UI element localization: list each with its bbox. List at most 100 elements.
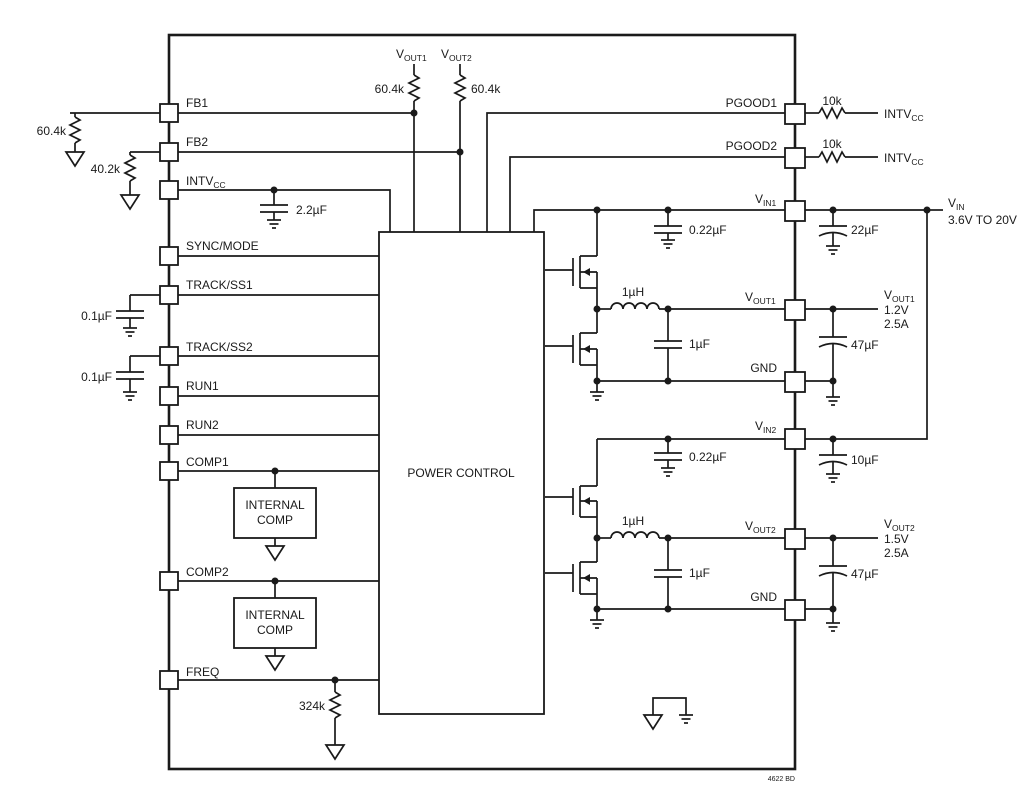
pin-vout1 [784,299,806,321]
ground-comp2 [265,655,285,671]
pin-comp1 [159,461,179,481]
top-feedback-resistors: VOUT1 60.4k VOUT2 60.4k [375,47,501,232]
power-control-label: POWER CONTROL [407,466,515,480]
pin-pgood2-label: PGOOD2 [726,139,778,153]
inductor-l1 [610,302,660,310]
pin-gnd2-label: GND [750,590,777,604]
internal-comp1-line1: INTERNAL [245,498,305,512]
pin-comp2-label: COMP2 [186,565,229,579]
ss1-capacitor: 0.1µF [81,295,144,337]
internal-comp2-line2: COMP [257,623,293,637]
power-control-block: POWER CONTROL [378,231,545,715]
capacitor-out2-int-value: 1µF [689,566,710,580]
vout2-output-voltage: 1.5V [884,532,909,546]
ground-ss2-cap [122,391,138,401]
intvcc-capacitor: 2.2µF [260,186,327,229]
pin-fb1-label: FB1 [186,96,208,110]
vin-range: 3.6V TO 20V [948,213,1017,227]
capacitor-out1-int-value: 1µF [689,337,710,351]
pin-comp1-label: COMP1 [186,455,229,469]
capacitor-out2-ext-value: 47µF [851,567,879,581]
ground-gnd1-internal [589,391,605,401]
vout2-output-current: 2.5A [884,546,909,560]
resistor-fb-bot-value: 40.2k [91,162,121,176]
capacitor-ss1-value: 0.1µF [81,309,112,323]
pin-intvcc-label: INTVCC [186,174,226,190]
pin-vin2-label: VIN2 [755,419,777,435]
ground-cvin1-int [660,239,676,249]
resistor-fb-bot [123,154,137,182]
pin-track-ss1 [159,285,179,305]
pin-fb1 [159,103,179,123]
top-vout1-label: VOUT1 [396,47,427,63]
pin-freq [159,670,179,690]
capacitor-vin2-ext-value: 10µF [851,453,879,467]
capacitor-ss2-value: 0.1µF [81,370,112,384]
capacitor-vin1-int-value: 0.22µF [689,223,727,237]
pin-gnd1-label: GND [750,361,777,375]
internal-comp2-block: INTERNAL COMP [233,577,317,671]
capacitor-vin1-ext-value: 22µF [851,223,879,237]
pin-pgood2 [784,147,806,169]
resistor-pgood2-value: 10k [822,137,842,151]
internal-comp1-line2: COMP [257,513,293,527]
ss2-capacitor: 0.1µF [81,356,144,401]
resistor-top1-value: 60.4k [375,82,405,96]
freq-resistor: 324k [299,676,345,760]
vout1-output-current: 2.5A [884,317,909,331]
inductor-l1-value: 1µH [622,285,644,299]
ground-intvcc-cap [266,219,282,229]
pin-run1-label: RUN1 [186,379,219,393]
capacitor-vin2-int-value: 0.22µF [689,450,727,464]
ground-cvin2-ext [825,473,841,483]
pin-fb2 [159,142,179,162]
internal-comp1-block: INTERNAL COMP [233,467,317,561]
signal-ground-icon [643,714,663,730]
ground-comp1 [265,545,285,561]
pin-comp2 [159,571,179,591]
vout1-output-voltage: 1.2V [884,303,909,317]
pin-intvcc [159,180,179,200]
pgood1-pullup-label: INTVCC [884,107,924,123]
pin-vin2 [784,428,806,450]
capacitor-out1-ext-value: 47µF [851,338,879,352]
vin-input: VIN 3.6V TO 20V [805,196,1017,440]
pgood2-pullup-label: INTVCC [884,151,924,167]
pin-gnd2 [784,599,806,621]
inductor-l2 [610,531,660,539]
ground-cvin1-ext [825,245,841,255]
top-vout2-label: VOUT2 [441,47,472,63]
ground-freq [325,744,345,760]
capacitor-intvcc-value: 2.2µF [296,203,327,217]
resistor-pgood1-value: 10k [822,94,842,108]
channel2-power-stage: 0.22µF 10µF 1µH [545,419,915,632]
ground-cvin2-int [660,467,676,477]
pin-vin1 [784,200,806,222]
pin-run1 [159,386,179,406]
resistor-top2-value: 60.4k [471,82,501,96]
pin-track-ss1-label: TRACK/SS1 [186,278,253,292]
pin-freq-label: FREQ [186,665,219,679]
vout1-output-name: VOUT1 [884,288,915,304]
pgood-section: PGOOD1 10k INTVCC PGOOD2 10k INTVCC [486,94,924,232]
internal-comp2-line1: INTERNAL [245,608,305,622]
pin-vin1-label: VIN1 [755,192,777,208]
pin-pgood1-label: PGOOD1 [726,96,778,110]
resistor-top2 [453,74,467,102]
ground-fb-bot [120,194,140,210]
left-pins: FB1 FB2 INTVCC SYNC/MODE TRACK/SS1 TRACK… [70,96,460,690]
vin-name: VIN [948,196,965,212]
ground-cout2-ext [825,622,841,632]
ground-cout1-ext [825,396,841,406]
pin-vout2-label: VOUT2 [745,519,776,535]
ground-gnd2-internal [589,619,605,629]
pin-vout1-label: VOUT1 [745,290,776,306]
ground-ss1-cap [122,327,138,337]
pin-track-ss2 [159,346,179,366]
pin-run2-label: RUN2 [186,418,219,432]
resistor-pgood2 [818,150,846,164]
ground-fb-top [65,151,85,167]
resistor-fb-top [68,116,82,144]
channel1-power-stage: 0.22µF 22µF 1µH [533,192,931,406]
